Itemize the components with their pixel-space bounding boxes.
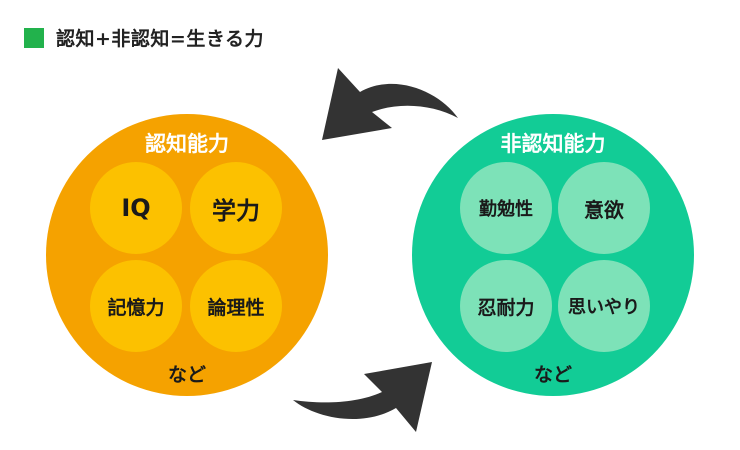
header: 認知+非認知=生きる力: [24, 24, 264, 51]
noncognitive-footer: など: [533, 364, 572, 386]
noncognitive-abilities-circle: 非認知能力 勤勉性 意欲 忍耐力 思いやり など: [412, 114, 694, 396]
noncognitive-item-diligence: 勤勉性: [460, 162, 552, 254]
cognitive-item-memory: 記憶力: [90, 260, 182, 352]
cognitive-abilities-circle: 認知能力 IQ 学力 記憶力 論理性 など: [46, 114, 328, 396]
arrow-top-icon: [322, 68, 458, 140]
cognitive-item-logic: 論理性: [190, 260, 282, 352]
noncognitive-title: 非認知能力: [500, 132, 606, 156]
cognitive-item-iq: IQ: [90, 162, 182, 254]
noncognitive-item-compassion: 思いやり: [558, 260, 650, 352]
arrow-bottom-icon: [293, 362, 432, 432]
cognitive-footer: など: [167, 364, 206, 386]
page-title: 認知+非認知=生きる力: [56, 28, 264, 50]
noncognitive-item-motivation: 意欲: [558, 162, 650, 254]
cognitive-item-academic: 学力: [190, 162, 282, 254]
legend-square-icon: [24, 27, 44, 48]
noncognitive-item-patience: 忍耐力: [460, 260, 552, 352]
cognitive-title: 認知能力: [145, 132, 229, 156]
